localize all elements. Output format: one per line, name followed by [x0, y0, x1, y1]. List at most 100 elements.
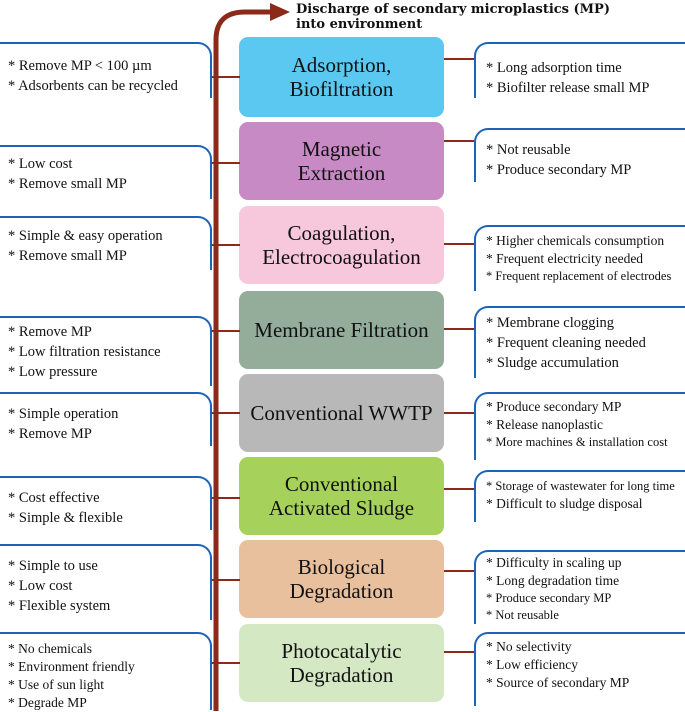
- connector-left-2: [210, 162, 240, 164]
- disadvantage-bracket-3: [474, 225, 685, 291]
- disadvantage-item: * Not reusable: [486, 142, 571, 158]
- connector-right-5: [444, 412, 474, 414]
- disadvantage-item: * Long adsorption time: [486, 60, 622, 76]
- connector-left-4: [210, 330, 240, 332]
- connector-left-1: [210, 76, 240, 78]
- title-line-1: Discharge of secondary microplastics (MP…: [296, 2, 610, 17]
- advantage-item: * Low filtration resistance: [8, 344, 161, 360]
- advantage-item: * Remove small MP: [8, 248, 127, 264]
- connector-left-7: [210, 579, 240, 581]
- method-wwtp: Conventional WWTP: [239, 374, 444, 452]
- disadvantages-6: * Storage of wastewater for long time * …: [486, 478, 675, 513]
- title-line-2: into environment: [296, 17, 423, 32]
- disadvantage-item: * Release nanoplastic: [486, 417, 603, 432]
- advantage-item: * Use of sun light: [8, 677, 104, 692]
- advantages-1: * Remove MP < 100 µm * Adsorbents can be…: [8, 56, 178, 96]
- advantage-item: * Remove MP < 100 µm: [8, 58, 152, 74]
- advantage-item: * Remove MP: [8, 426, 92, 442]
- disadvantage-item: * Biofilter release small MP: [486, 80, 650, 96]
- advantage-item: * Environment friendly: [8, 659, 135, 674]
- advantage-bracket-4: [0, 316, 212, 386]
- method-biological: Biological Degradation: [239, 540, 444, 618]
- advantage-bracket-3: [0, 216, 212, 270]
- disadvantage-item: * Frequent electricity needed: [486, 251, 644, 266]
- advantage-item: * Simple & flexible: [8, 510, 123, 526]
- disadvantages-3: * Higher chemicals consumption * Frequen…: [486, 232, 671, 285]
- advantage-bracket-8: [0, 632, 212, 710]
- advantage-item: * Flexible system: [8, 598, 111, 614]
- connector-right-7: [444, 570, 474, 572]
- advantage-bracket-1: [0, 42, 212, 98]
- disadvantage-item: * Frequent replacement of electrodes: [486, 269, 672, 283]
- method-activated-sludge: Conventional Activated Sludge: [239, 457, 444, 535]
- advantage-item: * Simple & easy operation: [8, 228, 163, 244]
- disadvantage-item: * No selectivity: [486, 639, 572, 654]
- disadvantage-item: * More machines & installation cost: [486, 435, 668, 449]
- connector-right-3: [444, 243, 474, 245]
- advantage-item: * Cost effective: [8, 490, 100, 506]
- disadvantage-bracket-7: [474, 550, 685, 624]
- advantages-6: * Cost effective * Simple & flexible: [8, 488, 123, 528]
- connector-right-1: [444, 58, 474, 60]
- disadvantage-bracket-4: [474, 306, 685, 378]
- connector-left-3: [210, 244, 240, 246]
- connector-right-6: [444, 488, 474, 490]
- disadvantage-bracket-6: [474, 470, 685, 522]
- disadvantage-bracket-2: [474, 128, 685, 182]
- advantages-4: * Remove MP * Low filtration resistance …: [8, 322, 161, 382]
- connector-left-8: [210, 662, 240, 664]
- advantage-item: * Degrade MP: [8, 695, 87, 710]
- advantage-item: * Low cost: [8, 578, 73, 594]
- method-membrane: Membrane Filtration: [239, 291, 444, 369]
- disadvantage-item: * Long degradation time: [486, 573, 620, 588]
- disadvantages-5: * Produce secondary MP * Release nanopla…: [486, 398, 668, 451]
- connector-left-5: [210, 412, 240, 414]
- disadvantage-item: * Membrane clogging: [486, 315, 615, 331]
- advantages-5: * Simple operation * Remove MP: [8, 404, 118, 444]
- disadvantages-7: * Difficulty in scaling up * Long degrad…: [486, 554, 621, 624]
- advantage-item: * No chemicals: [8, 641, 92, 656]
- disadvantages-4: * Membrane clogging * Frequent cleaning …: [486, 313, 646, 373]
- disadvantage-item: * Produce secondary MP: [486, 591, 612, 605]
- advantage-item: * Adsorbents can be recycled: [8, 78, 178, 94]
- advantage-bracket-2: [0, 145, 212, 199]
- disadvantage-item: * Higher chemicals consumption: [486, 233, 665, 248]
- disadvantage-item: * Storage of wastewater for long time: [486, 479, 675, 493]
- advantage-item: * Simple to use: [8, 558, 98, 574]
- advantages-7: * Simple to use * Low cost * Flexible sy…: [8, 556, 110, 616]
- advantage-item: * Remove small MP: [8, 176, 127, 192]
- advantage-item: * Low cost: [8, 156, 73, 172]
- advantage-bracket-5: [0, 392, 212, 446]
- advantage-item: * Simple operation: [8, 406, 119, 422]
- connector-right-2: [444, 140, 474, 142]
- disadvantage-item: * Sludge accumulation: [486, 355, 619, 371]
- disadvantages-2: * Not reusable * Produce secondary MP: [486, 140, 631, 180]
- disadvantage-bracket-5: [474, 392, 685, 460]
- disadvantage-item: * Difficult to sludge disposal: [486, 496, 643, 511]
- advantages-2: * Low cost * Remove small MP: [8, 154, 127, 194]
- connector-left-6: [210, 497, 240, 499]
- disadvantage-item: * Frequent cleaning needed: [486, 335, 646, 351]
- disadvantages-1: * Long adsorption time * Biofilter relea…: [486, 58, 650, 98]
- advantage-bracket-7: [0, 544, 212, 620]
- connector-right-4: [444, 328, 474, 330]
- disadvantage-bracket-8: [474, 632, 685, 706]
- disadvantage-item: * Produce secondary MP: [486, 399, 622, 414]
- connector-right-8: [444, 651, 474, 653]
- advantages-8: * No chemicals * Environment friendly * …: [8, 640, 135, 712]
- disadvantage-item: * Difficulty in scaling up: [486, 555, 622, 570]
- method-coagulation: Coagulation, Electrocoagulation: [239, 206, 444, 284]
- disadvantage-item: * Produce secondary MP: [486, 162, 632, 178]
- advantage-item: * Remove MP: [8, 324, 92, 340]
- diagram-title: Discharge of secondary microplastics (MP…: [296, 2, 676, 32]
- method-photocatalytic: Photocatalytic Degradation: [239, 624, 444, 702]
- advantage-item: * Low pressure: [8, 364, 98, 380]
- disadvantage-item: * Not reusable: [486, 608, 559, 622]
- advantage-bracket-6: [0, 476, 212, 530]
- advantages-3: * Simple & easy operation * Remove small…: [8, 226, 163, 266]
- method-magnetic: Magnetic Extraction: [239, 122, 444, 200]
- disadvantage-bracket-1: [474, 42, 685, 98]
- disadvantage-item: * Source of secondary MP: [486, 675, 630, 690]
